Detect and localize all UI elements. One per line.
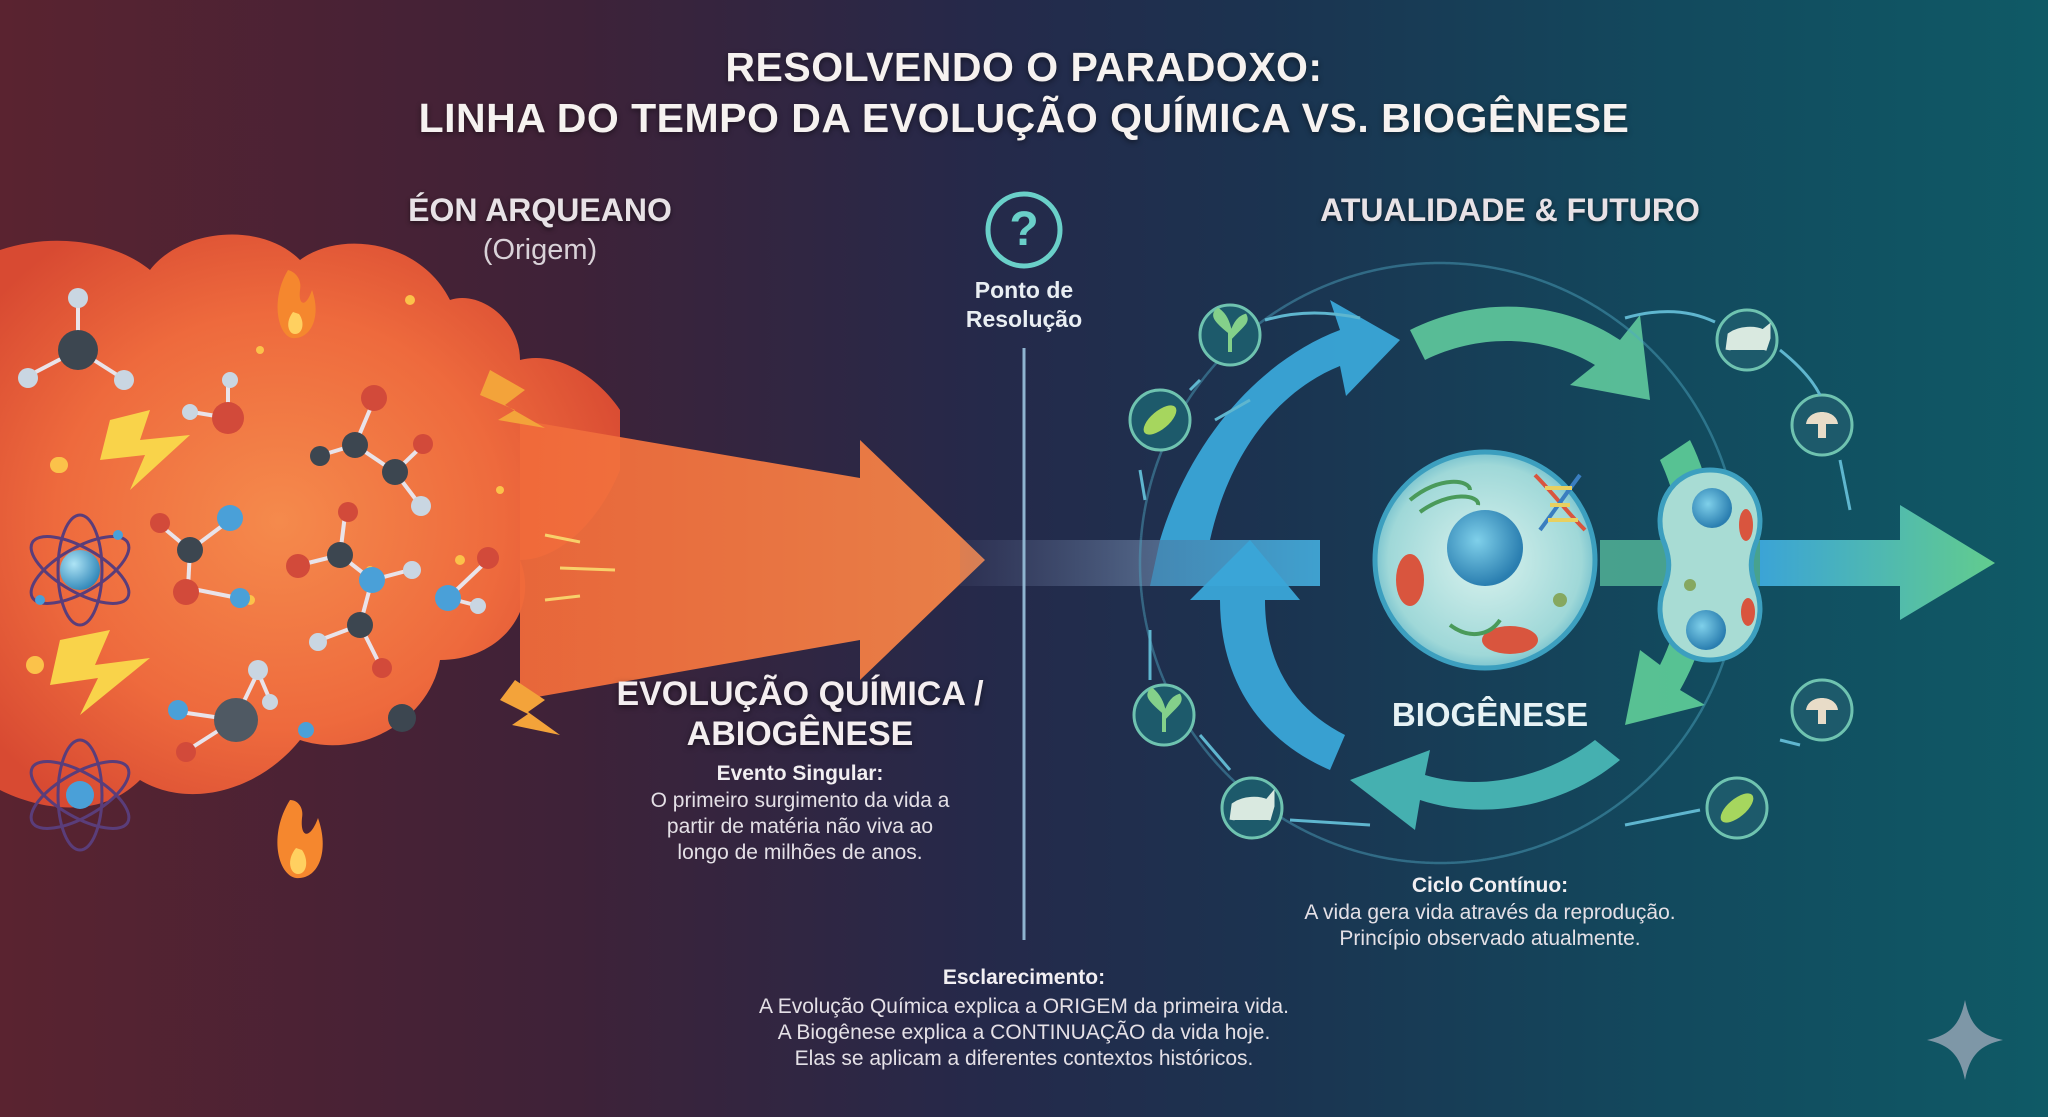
era-archean: ÉON ARQUEANO: [408, 192, 672, 228]
lightning-icon: [100, 410, 190, 490]
biogenesis-label: BIOGÊNESE: [1391, 696, 1589, 733]
molecule-icon: [310, 385, 433, 516]
animal-icon: [1220, 776, 1284, 840]
mushroom-icon: [1790, 393, 1854, 457]
lightning-icon: [480, 370, 545, 428]
dividing-cell-icon: [1657, 467, 1763, 663]
resolution-label-line1: Ponto de: [974, 277, 1074, 303]
molecule-icon: [50, 457, 416, 738]
animal-icon: [1715, 308, 1779, 372]
event-desc-line2: partir de matéria não viva ao: [666, 815, 934, 838]
molecule-icon: [435, 547, 499, 614]
mushroom-icon: [1790, 678, 1854, 742]
page-title-line2: LINHA DO TEMPO DA EVOLUÇÃO QUÍMICA VS. B…: [418, 95, 1630, 141]
clarification-line2: A Biogênese explica a CONTINUAÇÃO da vid…: [777, 1021, 1271, 1044]
atom-icon: [29, 513, 131, 627]
page-title-line1: RESOLVENDO O PARADOXO:: [725, 44, 1323, 90]
connector-arrows: [1138, 310, 1852, 827]
bacteria-icon: [1705, 776, 1769, 840]
cell-icon: [1372, 449, 1598, 671]
molecule-icon: [182, 372, 244, 434]
cycle-title: Ciclo Contínuo:: [1411, 874, 1569, 897]
event-title: Evento Singular:: [716, 762, 884, 785]
clarification-line1: A Evolução Química explica a ORIGEM da p…: [759, 995, 1289, 1018]
chemical-evolution-arrow: [520, 420, 985, 700]
energy-streaks: [544, 533, 616, 602]
event-desc-line1: O primeiro surgimento da vida a: [650, 789, 950, 812]
resolution-label-line2: Resolução: [965, 306, 1083, 332]
molecule-icon: [18, 288, 134, 390]
cycle-desc-line2: Princípio observado atualmente.: [1339, 927, 1641, 950]
sparkle-icon: [1927, 1000, 2003, 1080]
plant-icon: [1198, 303, 1262, 367]
primordial-soup-cloud: [0, 234, 620, 808]
clarification-line3: Elas se aplicam a diferentes contextos h…: [794, 1047, 1254, 1070]
flame-icon: [277, 270, 316, 339]
molecule-icon: [150, 505, 250, 608]
molecule-icon: [168, 660, 278, 762]
era-present: ATUALIDADE & FUTURO: [1320, 192, 1700, 228]
chemical-evolution-label-line1: EVOLUÇÃO QUÍMICA /: [616, 675, 984, 713]
bacteria-icon: [1128, 388, 1192, 452]
clarification-title: Esclarecimento:: [942, 966, 1106, 989]
flame-icon: [277, 800, 323, 879]
molecule-icon: [286, 502, 421, 678]
lightning-icon: [50, 630, 150, 715]
dna-icon: [1533, 473, 1587, 532]
atom-icon: [29, 738, 131, 852]
lightning-icon: [500, 680, 560, 735]
question-glyph: ?: [1009, 203, 1039, 256]
plant-icon: [1132, 683, 1196, 747]
question-mark-icon: [985, 191, 1063, 269]
era-archean-sub: (Origem): [482, 234, 598, 266]
cycle-desc-line1: A vida gera vida através da reprodução.: [1304, 901, 1676, 924]
event-desc-line3: longo de milhões de anos.: [677, 841, 923, 864]
chemical-evolution-label-line2: ABIOGÊNESE: [686, 715, 914, 753]
